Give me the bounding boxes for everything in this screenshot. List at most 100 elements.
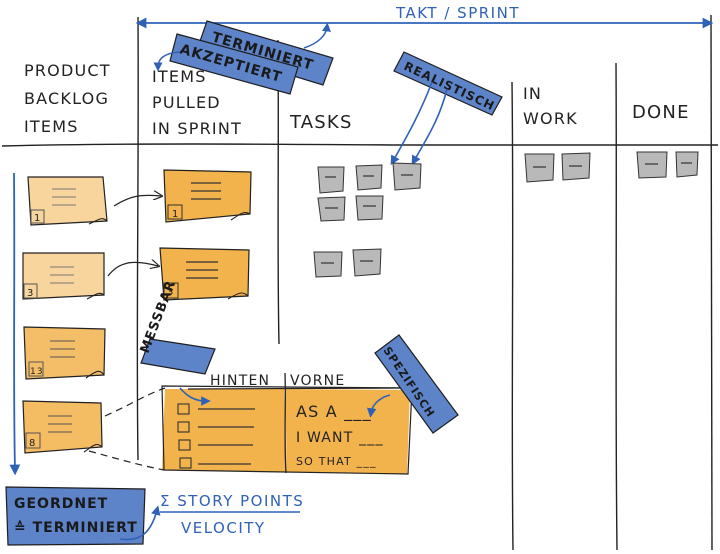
terminiert-arrow	[303, 22, 331, 49]
pulled-card-2-fill	[160, 248, 249, 300]
backlog-card-1-number: 1	[34, 213, 42, 224]
backlog-card-1-number-box	[30, 209, 45, 224]
terminiert-tag-shape	[197, 20, 334, 86]
velocity-label: VELOCITY	[181, 519, 266, 537]
story-check-box	[178, 439, 191, 451]
backlog-card-2-number-box	[23, 283, 38, 299]
pulled-card-1-fold	[230, 212, 251, 221]
backlog-card-2-fill	[23, 253, 104, 299]
story-card-back-fill	[162, 389, 287, 472]
backlog-card-1-fold	[88, 218, 108, 225]
story-line-i-want: I WANT ___	[296, 430, 384, 446]
takt-sprint-label: TAKT / SPRINT	[395, 4, 520, 22]
geordnet-tag-line2: ≙ TERMINIERT	[14, 520, 138, 536]
column-divider-inwork	[511, 81, 514, 551]
task-sticky	[355, 195, 384, 221]
pulled-heading-line2: PULLED	[152, 93, 221, 112]
story-card-center-divider	[284, 372, 287, 474]
messbar-arrow	[179, 387, 211, 406]
pull-arrow-1	[113, 195, 161, 207]
story-card-top-line	[187, 387, 413, 390]
done-sticky	[675, 151, 699, 178]
geordnet-tag: GEORDNET ≙ TERMINIERT	[5, 486, 146, 546]
pulled-card-1-fill	[164, 170, 251, 222]
task-sticky	[313, 251, 343, 278]
realistisch-arrow-a	[390, 81, 433, 166]
geordnet-tag-shape	[5, 486, 146, 546]
story-link-dash-upper	[104, 387, 166, 417]
done-heading: DONE	[632, 102, 690, 123]
backlog-card-2-number: 3	[27, 288, 35, 299]
backlog-heading-line2: BACKLOG	[24, 89, 109, 108]
pulled-heading-line3: IN SPRINT	[152, 119, 242, 138]
backlog-card-3-fold	[85, 370, 105, 379]
backlog-card-3: 13	[23, 326, 106, 380]
done-sticky	[636, 151, 668, 179]
pulled-card-1-number-box	[167, 204, 183, 220]
column-divider-backlog	[136, 16, 139, 461]
story-card-outline	[161, 385, 413, 475]
story-link-dash-lower	[88, 450, 165, 471]
backlog-heading-line3: ITEMS	[24, 117, 79, 136]
realistisch-tag-label: REALISTISCH	[402, 59, 497, 113]
story-card: HINTEN VORNE AS A ___ I WANT ___ SO THAT…	[161, 372, 413, 475]
backlog-card-3-fill	[24, 327, 105, 379]
task-sticky	[355, 164, 383, 191]
task-sticky	[317, 196, 346, 222]
backlog-card-4-fold	[83, 443, 103, 453]
column-headings: PRODUCT BACKLOG ITEMS ITEMS PULLED IN SP…	[24, 61, 690, 138]
in-work-heading-line1: IN	[523, 84, 542, 103]
story-card-front-fill	[285, 389, 410, 474]
akzeptiert-arrow	[153, 51, 181, 72]
story-check-box	[179, 457, 192, 469]
pulled-card-1: 1	[163, 169, 252, 223]
story-card-vorne-label: VORNE	[290, 373, 345, 389]
backlog-priority-arrow	[9, 172, 21, 476]
pulled-card-2-number: 3	[167, 287, 175, 298]
in-work-sticky	[561, 152, 591, 181]
backlog-heading-line1: PRODUCT	[24, 61, 111, 80]
task-sticky	[352, 248, 382, 277]
backlog-card-2: 3	[22, 252, 105, 300]
spezifisch-tag-shape	[374, 334, 459, 434]
backlog-card-3-number-box	[28, 361, 44, 377]
backlog-card-4-number-box	[25, 432, 41, 449]
backlog-card-1-fill	[28, 177, 107, 225]
backlog-card-3-number: 13	[30, 367, 44, 377]
tasks-heading: TASKS	[289, 112, 353, 133]
story-check-box	[177, 403, 190, 415]
column-divider-done	[615, 62, 618, 551]
in-work-sticky	[524, 153, 555, 183]
in-work-heading-line2: WORK	[523, 109, 578, 128]
horizontal-board-line	[1, 143, 719, 147]
column-divider-right	[710, 14, 713, 551]
backlog-card-4: 8	[22, 400, 103, 454]
pulled-card-1-number: 1	[172, 209, 180, 220]
story-points-label: Σ STORY POINTS	[160, 492, 304, 510]
story-line-so-that: SO THAT ___	[296, 455, 377, 468]
geordnet-tag-line1: GEORDNET	[14, 496, 108, 512]
backlog-card-4-number: 8	[29, 438, 37, 449]
takt-sprint-span: TAKT / SPRINT	[135, 4, 714, 29]
realistisch-arrow-b	[411, 88, 448, 166]
velocity-formula: Σ STORY POINTS VELOCITY	[160, 492, 304, 537]
story-line-as-a: AS A ___	[296, 402, 372, 422]
task-sticky	[317, 166, 345, 194]
akzeptiert-tag-shape	[169, 33, 299, 95]
pulled-card-2: 3	[159, 247, 250, 301]
backlog-card-2-fold	[86, 292, 105, 300]
story-check-box	[177, 421, 190, 433]
spezifisch-arrow	[366, 394, 391, 418]
realistisch-tag: REALISTISCH	[393, 51, 503, 116]
realistisch-tag-shape	[393, 51, 503, 116]
pulled-card-2-fold	[227, 292, 249, 300]
task-sticky	[392, 162, 422, 191]
geordnet-arrow	[119, 505, 161, 541]
messbar-tag-shape	[140, 338, 216, 375]
pulled-card-2-number-box	[163, 282, 179, 299]
task-sticky-group	[313, 162, 422, 278]
pull-arrow-2	[107, 262, 158, 277]
pulled-heading-line1: ITEMS	[152, 67, 207, 86]
done-sticky-group	[636, 151, 699, 179]
